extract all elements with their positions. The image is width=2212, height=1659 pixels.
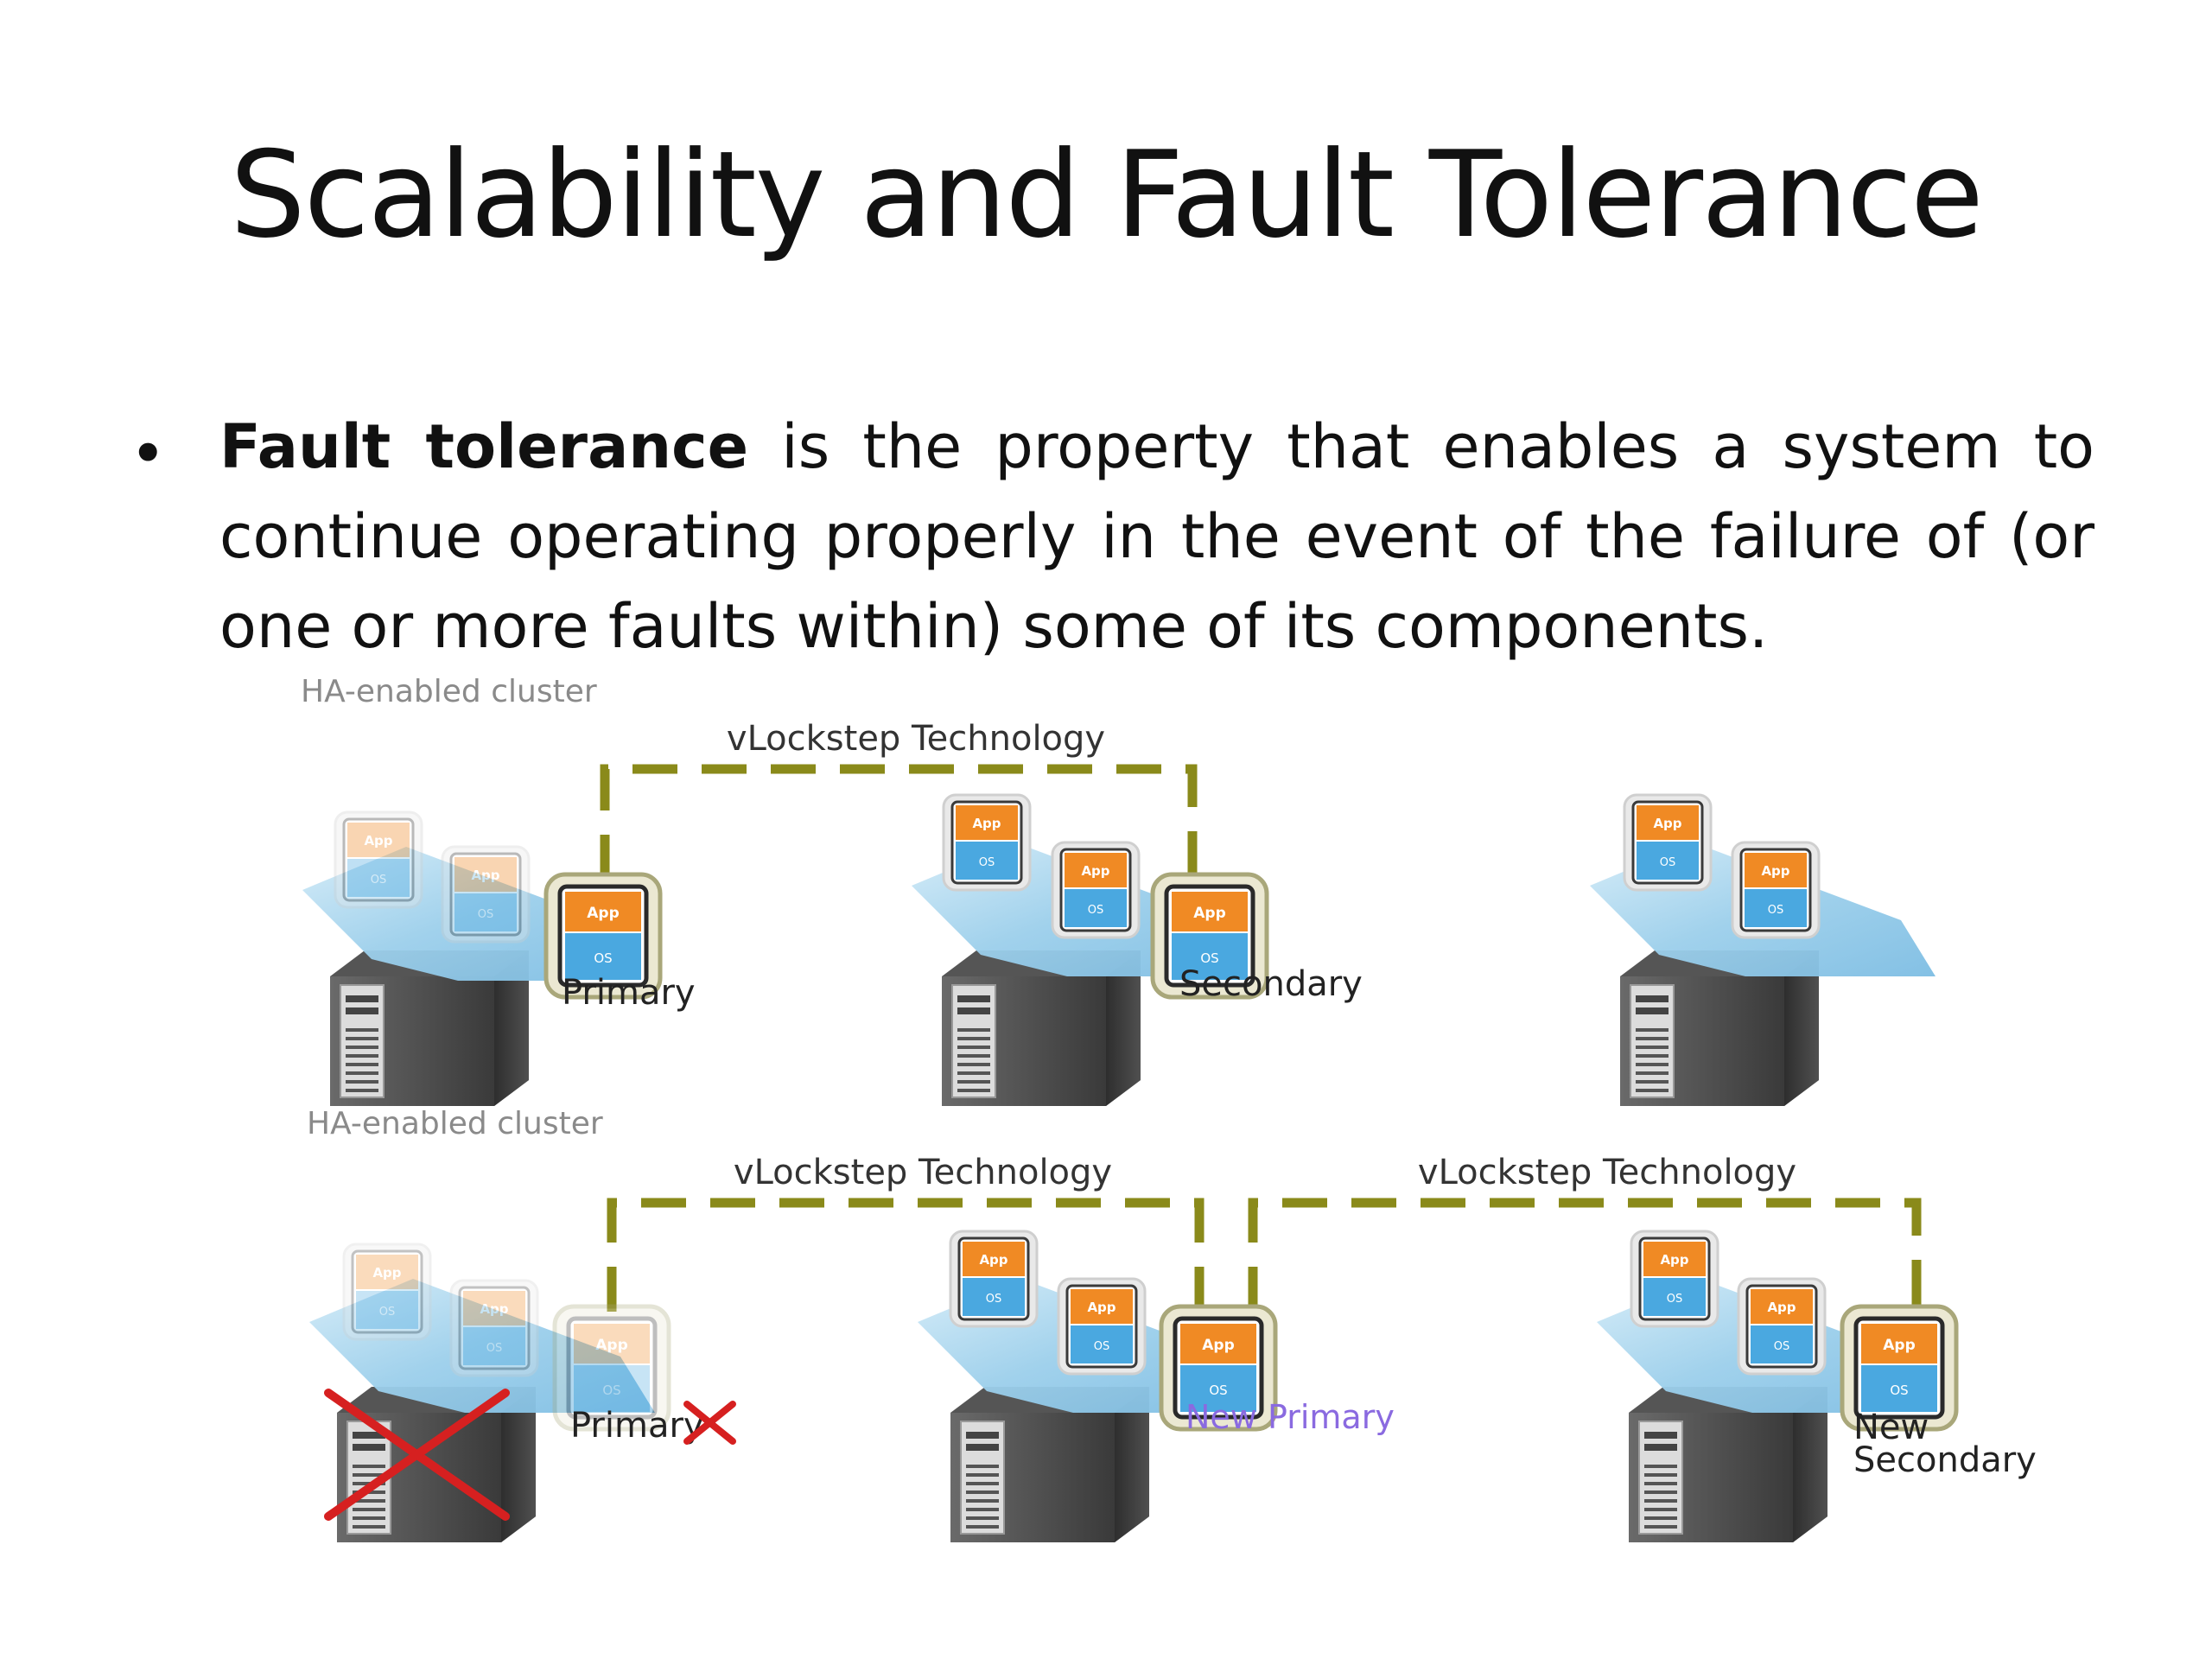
slide-title: Scalability and Fault Tolerance [230, 125, 1984, 264]
bottom-vlockstep-link-2 [1248, 1198, 1922, 1312]
top-vlockstep-label: vLockstep Technology [727, 719, 1105, 759]
host-1-top: Primary [302, 810, 696, 1107]
primary-label: Primary [562, 973, 696, 1013]
vm-ghost-icon [449, 1279, 539, 1377]
new-secondary-label-line-1: New [1853, 1408, 1929, 1447]
failed-primary-label: Primary [570, 1406, 704, 1446]
host-1-bottom-failed: Primary [309, 1243, 736, 1543]
vm-ghost-icon [441, 845, 531, 944]
bottom-vlockstep-label-2: vLockstep Technology [1418, 1153, 1796, 1192]
host-3-bottom: New Secondary [1597, 1230, 2037, 1543]
secondary-label: Secondary [1179, 964, 1363, 1004]
new-primary-label: New Primary [1185, 1398, 1395, 1436]
bullet-term: Fault tolerance [219, 411, 749, 482]
bullet-body: is the property that enables a system to… [219, 411, 2094, 662]
vm-ghost-icon [334, 810, 423, 909]
host-2-bottom: New Primary [918, 1230, 1395, 1543]
new-secondary-label-line-2: Secondary [1853, 1440, 2037, 1480]
vm-icon [949, 1230, 1039, 1328]
vm-icon [1623, 793, 1713, 892]
failure-cross-icon [324, 1389, 510, 1521]
host-2-top: Secondary [912, 793, 1363, 1107]
bullet-point: • [130, 417, 167, 490]
vm-icon [1731, 841, 1821, 939]
vm-ghost-icon [342, 1243, 432, 1341]
host-3-top [1590, 793, 1936, 1107]
vm-icon [1737, 1277, 1827, 1376]
failure-cross-icon [683, 1401, 736, 1445]
bottom-cluster-label: HA-enabled cluster [307, 1106, 603, 1141]
vm-icon [942, 793, 1032, 892]
vm-icon [1630, 1230, 1719, 1328]
bullet-text: Fault tolerance is the property that ena… [219, 402, 2094, 671]
top-cluster-label: HA-enabled cluster [301, 674, 597, 709]
vm-icon [1051, 841, 1141, 939]
bottom-vlockstep-label-1: vLockstep Technology [734, 1153, 1112, 1192]
vm-icon [1057, 1277, 1147, 1376]
